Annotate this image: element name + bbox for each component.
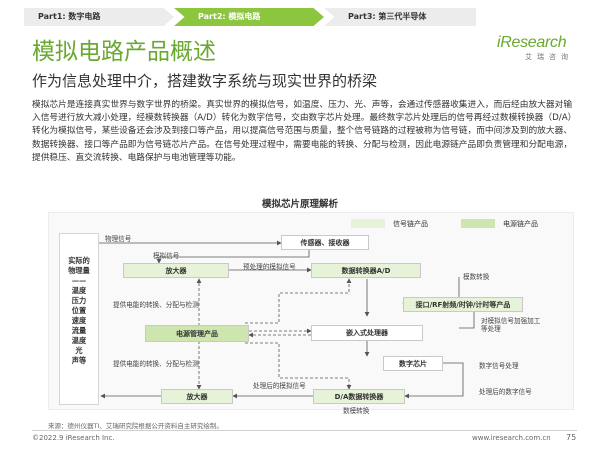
lc-line: —— [71, 276, 87, 285]
label-da-convert: 数模转换 [343, 407, 370, 415]
legend-power-swatch [461, 219, 495, 228]
source-note: 来源：德州仪器TI、艾瑞研究院根据公开资料自主研究绘制。 [48, 422, 223, 430]
tab-third-gen-semiconductor[interactable]: Part3: 第三代半导体 [324, 8, 476, 26]
section-tabs: Part1: 数字电路 Part2: 模拟电路 Part3: 第三代半导体 [24, 8, 476, 26]
ad-converter-box: 数据转换器A/D [311, 263, 421, 278]
physical-quantity-column: 实际的 物理量 —— 温度 压力 位置 速度 流量 温度 光 声等 [59, 233, 99, 405]
tab-digital-circuit[interactable]: Part1: 数字电路 [24, 8, 174, 26]
label-processed-analog: 处理后的模拟信号 [253, 382, 306, 390]
footer-url[interactable]: www.iresearch.com.cn [472, 434, 551, 442]
lc-line: 流量 [71, 326, 87, 335]
label-enhance-processing: 对模拟信号加强加工等处理 [481, 317, 541, 333]
amplifier-top-box: 放大器 [123, 263, 229, 278]
label-processed-digital: 处理后的数字信号 [479, 388, 532, 396]
lc-line: 物理量 [68, 266, 90, 275]
logo-word: iResearch [497, 34, 567, 51]
tab-analog-circuit[interactable]: Part2: 模拟电路 [174, 8, 324, 26]
embedded-processor-box: 嵌入式处理器 [311, 325, 423, 341]
label-ad-convert: 模数转换 [463, 273, 490, 281]
lc-line: 光 [75, 346, 83, 355]
interface-rf-clock-box: 接口/RF射频/时钟/计时等产品 [403, 297, 523, 312]
body-paragraph: 模拟芯片是连接真实世界与数字世界的桥梁。真实世界的模拟信号，如温度、压力、光、声… [32, 100, 572, 163]
da-converter-box: D/A数据转换器 [313, 389, 405, 404]
footer-copyright: ©2022.9 iResearch Inc. [32, 434, 115, 442]
label-power-supply-bottom: 提供电能的转换、分配与检测 [113, 360, 199, 368]
sensor-receiver-box: 传感器、接收器 [281, 235, 369, 250]
lc-line: 温度 [71, 336, 87, 345]
iresearch-logo: iResearch 艾瑞咨询 [497, 34, 577, 62]
page-subtitle: 作为信息处理中介，搭建数字系统与现实世界的桥梁 [32, 72, 378, 90]
digital-chip-box: 数字芯片 [383, 356, 443, 371]
lc-line: 声等 [71, 356, 87, 365]
legend-signal-swatch [351, 219, 385, 228]
lc-line: 实际的 [68, 256, 90, 265]
lc-line: 压力 [71, 296, 87, 305]
label-preprocessed-analog: 预处理的模拟信号 [243, 263, 296, 271]
label-analog-signal: 模拟信号 [153, 252, 180, 260]
legend-power-label: 电源链产品 [503, 220, 538, 228]
diagram-arrows [99, 240, 475, 399]
logo-sub: 艾瑞咨询 [525, 53, 573, 61]
label-power-supply-top: 提供电能的转换、分配与检测 [113, 301, 199, 309]
page-title: 模拟电路产品概述 [32, 39, 216, 65]
lc-line: 速度 [71, 316, 87, 325]
label-physical-signal: 物理信号 [105, 235, 132, 243]
analog-chip-diagram: 信号链产品 电源链产品 实际的 物理量 —— 温度 压力 位置 速度 流量 温度… [48, 212, 574, 415]
power-management-box: 电源管理产品 [145, 325, 249, 342]
lc-line: 位置 [71, 306, 87, 315]
legend-signal-label: 信号链产品 [393, 220, 428, 228]
amplifier-bottom-box: 放大器 [161, 389, 233, 404]
diagram-title: 模拟芯片原理解析 [261, 199, 338, 210]
lc-line: 温度 [71, 286, 87, 295]
page-number: 75 [566, 433, 577, 442]
footer-divider [32, 430, 577, 431]
label-digital-processing: 数字信号处理 [479, 362, 519, 370]
